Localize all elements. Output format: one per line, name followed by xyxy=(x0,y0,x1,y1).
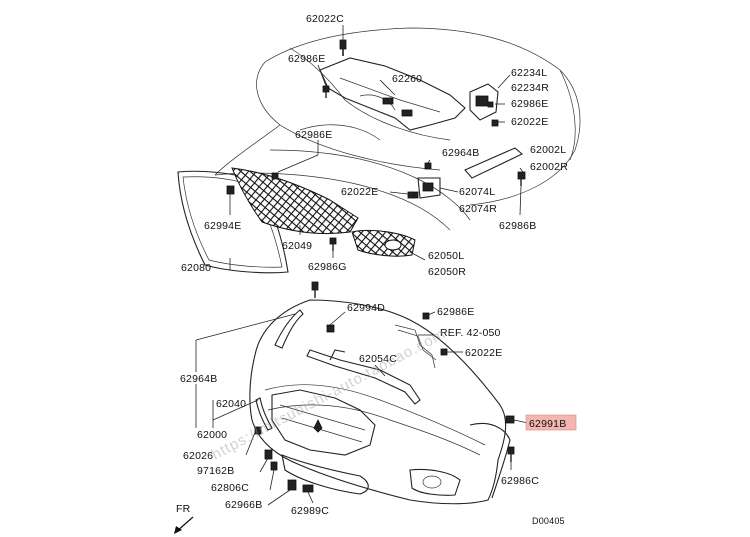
callout-62074l: 62074L xyxy=(459,186,495,198)
bracket-62074-icon xyxy=(411,177,441,199)
callout-62080: 62080 xyxy=(181,262,211,274)
callout-62000: 62000 xyxy=(197,429,227,441)
clip-62022e-mid-icon xyxy=(407,191,415,199)
callout-62022e-lower: 62022E xyxy=(465,347,502,359)
callout-62054c: 62054C xyxy=(359,353,397,365)
fog-lamp-cover xyxy=(351,229,416,257)
screw-62986g-icon xyxy=(329,237,337,251)
callout-62260: 62260 xyxy=(392,73,422,85)
front-bumper xyxy=(249,299,511,505)
callout-62002r: 62002R xyxy=(530,161,568,173)
callout-62966b: 62966B xyxy=(225,499,262,511)
callout-62986e-right: 62986E xyxy=(511,98,548,110)
callout-62986c: 62986C xyxy=(501,475,539,487)
clip-62022c-icon xyxy=(339,39,347,56)
screw-icon xyxy=(322,85,330,98)
mesh-grille xyxy=(231,167,359,234)
callout-62994e: 62994E xyxy=(204,220,241,232)
highlight-box xyxy=(525,414,577,431)
callout-62994d: 62994D xyxy=(347,302,385,314)
callout-62234r: 62234R xyxy=(511,82,549,94)
screw-62986e-mid-icon xyxy=(271,172,279,180)
callout-62986g: 62986G xyxy=(308,261,347,273)
side-bracket-62002-icon xyxy=(424,147,526,186)
callout-62050r: 62050R xyxy=(428,266,466,278)
callout-62964b-top: 62964B xyxy=(442,147,479,159)
callout-62022e-right: 62022E xyxy=(511,116,548,128)
leader-lines xyxy=(195,25,529,506)
radiator-support-cover xyxy=(319,57,466,131)
callout-62991b: 62991B xyxy=(529,418,566,430)
front-direction-marker: FR xyxy=(174,503,194,534)
callout-62986e-top: 62986E xyxy=(288,53,325,65)
callout-ref-42-050: REF. 42-050 xyxy=(440,327,501,339)
fr-label: FR xyxy=(176,503,191,515)
callout-62986e-mid: 62986E xyxy=(295,129,332,141)
callout-62074r: 62074R xyxy=(459,203,497,215)
drawing-code: D00405 xyxy=(532,516,565,526)
callout-62989c: 62989C xyxy=(291,505,329,517)
bumper-reinforcement xyxy=(306,349,421,405)
callout-97162b: 97162B xyxy=(197,465,234,477)
bracket-62234-icon xyxy=(469,83,499,127)
watermark: https://mitsubishi-auto.taobao.com xyxy=(209,325,449,463)
callout-62986e-lower: 62986E xyxy=(437,306,474,318)
callout-labels: 62022C 62986E 62260 62234L 62234R 62986E… xyxy=(180,13,568,517)
callout-62964b-left: 62964B xyxy=(180,373,217,385)
callout-62002l: 62002L xyxy=(530,144,566,156)
callout-62040: 62040 xyxy=(216,398,246,410)
callout-62050l: 62050L xyxy=(428,250,464,262)
callout-62049: 62049 xyxy=(282,240,312,252)
callout-62022c: 62022C xyxy=(306,13,344,25)
callout-62022e-mid: 62022E xyxy=(341,186,378,198)
bumper-side-strip xyxy=(255,309,304,431)
callout-62026: 62026 xyxy=(183,450,213,462)
callout-62986b: 62986B xyxy=(499,220,536,232)
callout-62234l: 62234L xyxy=(511,67,547,79)
callout-62806c: 62806C xyxy=(211,482,249,494)
bracket-ref-icon xyxy=(394,324,437,369)
